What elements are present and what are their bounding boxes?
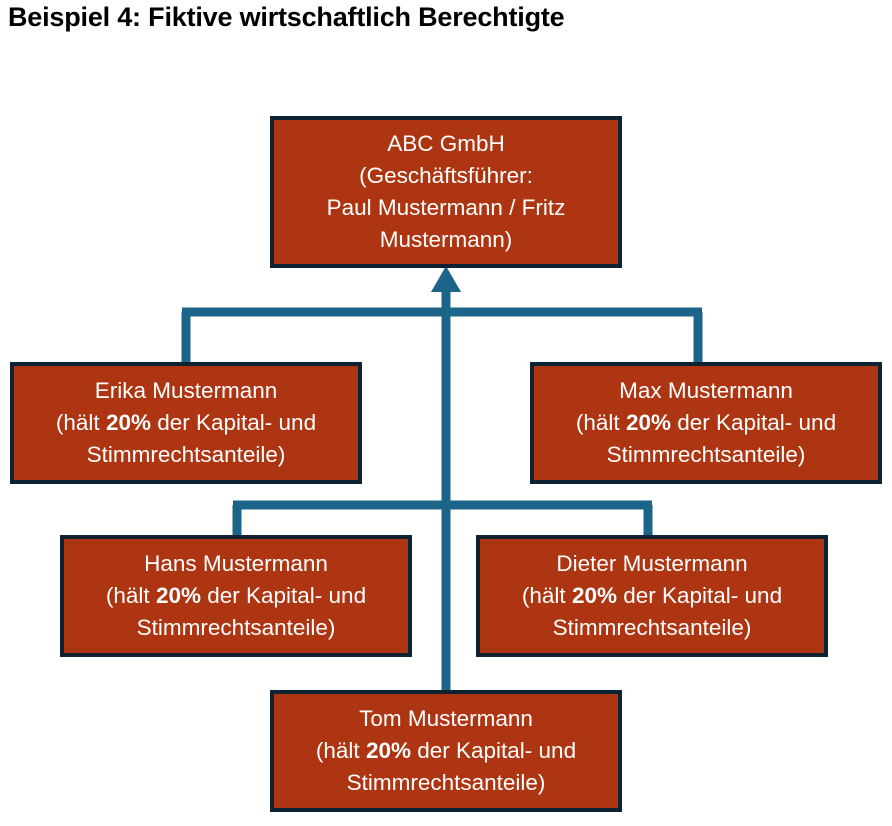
holding-suffix: der Kapital- und	[670, 410, 837, 436]
shareholder-holding-line-2: Stimmrechtsanteile)	[346, 769, 546, 795]
holding-suffix: der Kapital- und	[150, 410, 317, 436]
shareholder-name: Tom Mustermann	[359, 706, 533, 732]
holding-suffix: der Kapital- und	[200, 583, 367, 609]
shareholder-holding-line-2: Stimmrechtsanteile)	[552, 614, 752, 640]
company-managers-line-1: Paul Mustermann / Fritz	[326, 195, 566, 220]
holding-prefix: (hält	[315, 738, 366, 764]
company-name: ABC GmbH	[387, 131, 505, 157]
holding-prefix: (hält	[105, 583, 156, 609]
entity-box-erika-mustermann[interactable]: Erika Mustermann (hält 20% der Kapital- …	[10, 362, 362, 484]
holding-percent: 20%	[365, 738, 411, 764]
holding-prefix: (hält	[521, 583, 572, 609]
holding-percent: 20%	[155, 583, 201, 609]
shareholder-name: Erika Mustermann	[94, 378, 278, 404]
entity-box-tom-mustermann[interactable]: Tom Mustermann (hält 20% der Kapital- un…	[270, 690, 622, 812]
holding-suffix: der Kapital- und	[410, 738, 577, 764]
holding-percent: 20%	[571, 583, 617, 609]
entity-box-abc-gmbh[interactable]: ABC GmbH (Geschäftsführer: Paul Musterma…	[270, 116, 622, 268]
shareholder-holding-line-2: Stimmrechtsanteile)	[86, 441, 286, 467]
shareholder-name: Max Mustermann	[619, 378, 793, 404]
entity-box-dieter-mustermann[interactable]: Dieter Mustermann (hält 20% der Kapital-…	[476, 535, 828, 657]
holding-suffix: der Kapital- und	[616, 583, 783, 609]
holding-prefix: (hält	[575, 410, 626, 436]
holding-prefix: (hält	[55, 410, 106, 436]
shareholder-holding-line-1: (hält 20% der Kapital- und	[522, 580, 782, 612]
holding-percent: 20%	[105, 410, 151, 436]
shareholder-name: Dieter Mustermann	[556, 551, 748, 577]
shareholder-holding-line-2: Stimmrechtsanteile)	[606, 441, 806, 467]
shareholder-holding-line-1: (hält 20% der Kapital- und	[56, 407, 316, 439]
company-role-line: (Geschäftsführer:	[359, 163, 533, 189]
shareholder-holding-line-1: (hält 20% der Kapital- und	[316, 735, 576, 767]
arrowhead-to-company	[431, 266, 461, 292]
shareholder-holding-line-2: Stimmrechtsanteile)	[136, 614, 336, 640]
shareholder-holding-line-1: (hält 20% der Kapital- und	[106, 580, 366, 612]
shareholder-holding-line-1: (hält 20% der Kapital- und	[576, 407, 836, 439]
entity-box-hans-mustermann[interactable]: Hans Mustermann (hält 20% der Kapital- u…	[60, 535, 412, 657]
holding-percent: 20%	[625, 410, 671, 436]
page-title: Beispiel 4: Fiktive wirtschaftlich Berec…	[8, 2, 565, 32]
company-managers-line-2: Mustermann)	[379, 226, 513, 252]
shareholder-name: Hans Mustermann	[144, 551, 328, 577]
entity-box-max-mustermann[interactable]: Max Mustermann (hält 20% der Kapital- un…	[530, 362, 882, 484]
